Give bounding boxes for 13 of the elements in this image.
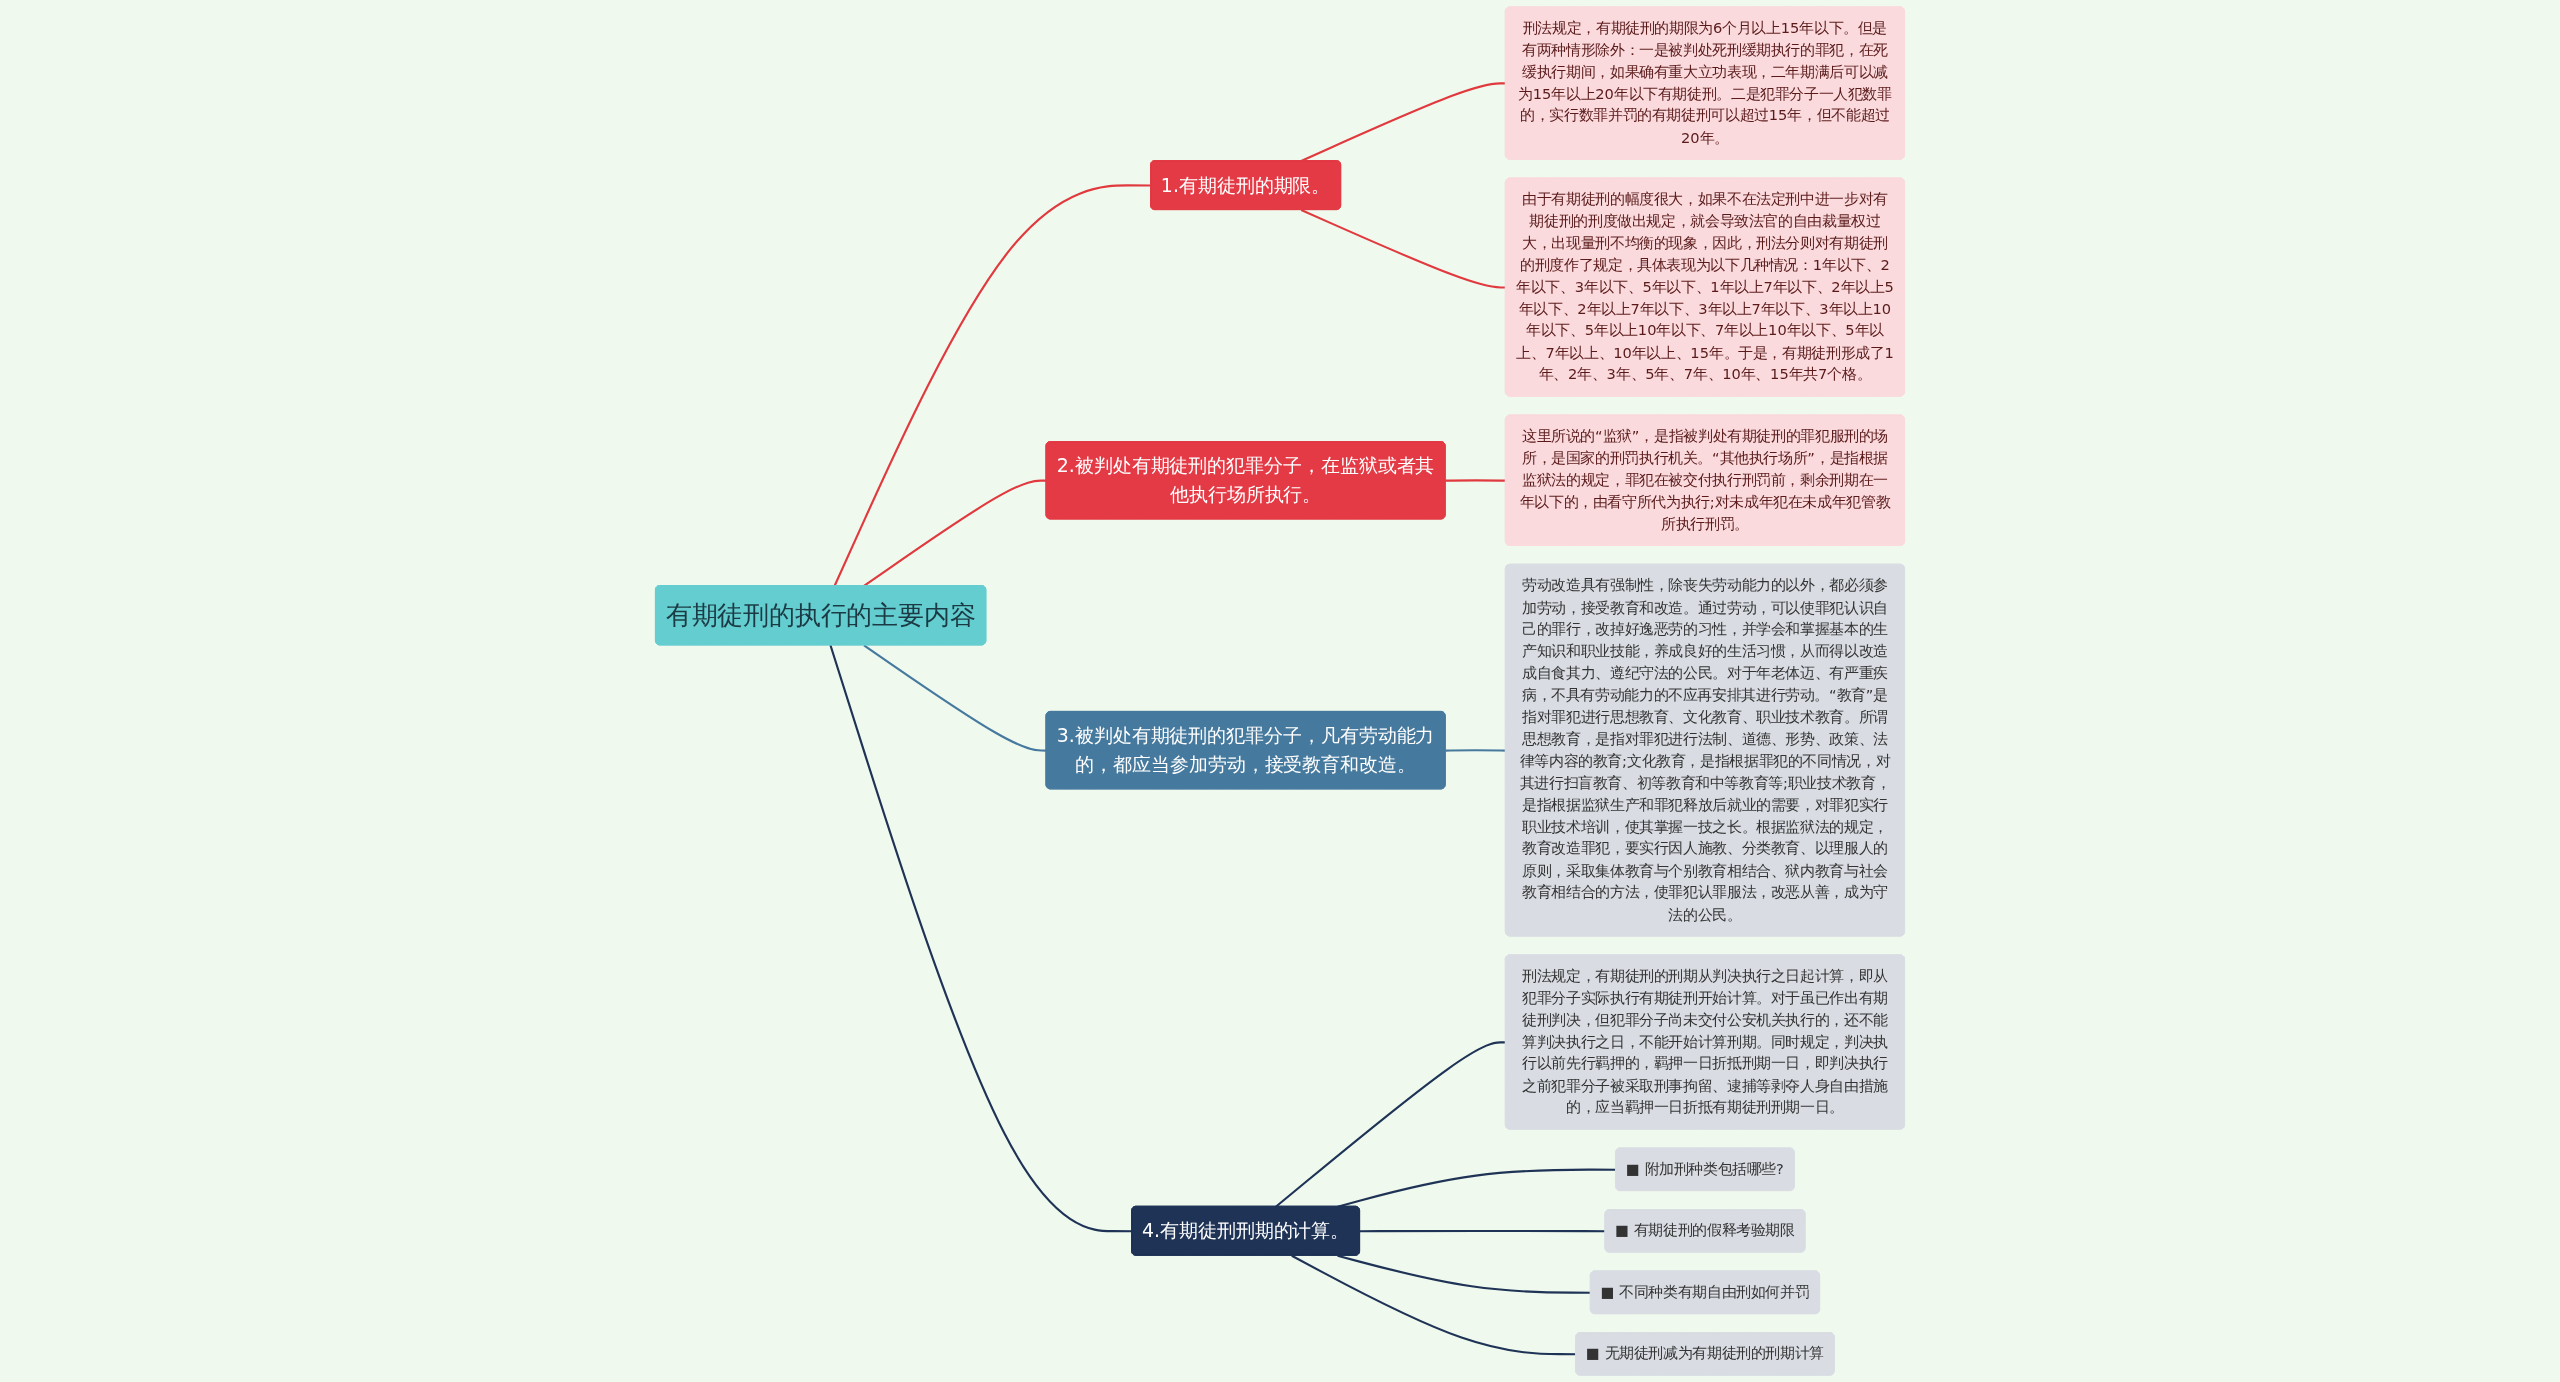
- connector: [1291, 1254, 1577, 1356]
- connector: [833, 184, 1151, 587]
- connector: [1300, 209, 1506, 289]
- connector: [1445, 479, 1506, 482]
- connector: [1337, 1168, 1617, 1208]
- connector: [863, 479, 1047, 587]
- connector: [1300, 82, 1506, 162]
- connector: [829, 644, 1133, 1233]
- connector: [1360, 1229, 1606, 1233]
- connector: [863, 644, 1047, 752]
- connector: [1445, 749, 1506, 752]
- connector: [1337, 1254, 1591, 1294]
- connector: [1275, 1041, 1506, 1208]
